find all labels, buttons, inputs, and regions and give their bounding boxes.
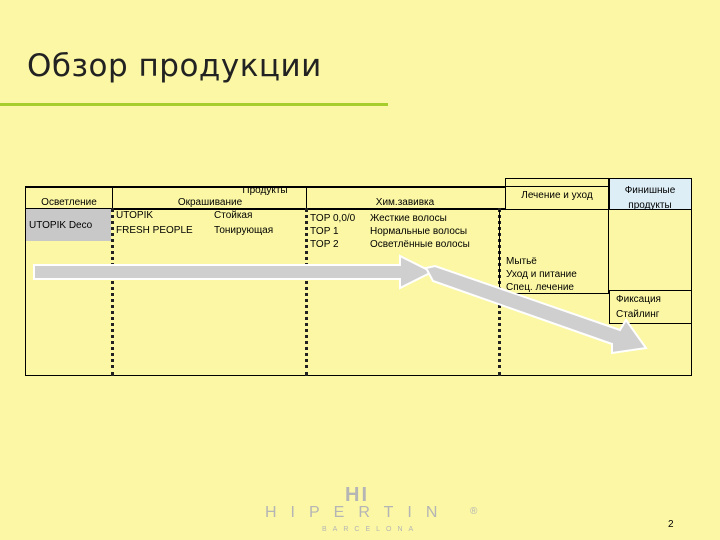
header-bottom-rule (25, 208, 505, 210)
flow-arrow-diagonal (424, 264, 648, 355)
logo-mark: HI (345, 484, 369, 506)
coloring-item-type: Тонирующая (214, 225, 274, 236)
finishing-header-cell (609, 178, 692, 210)
header-finishing: Финишные продукты (624, 185, 676, 211)
hipertin-logo: HI HIPERTIN ® BARCELONA (250, 480, 480, 540)
col-sep-lightening (112, 186, 113, 208)
lightening-cell (26, 209, 111, 241)
perm-item-code: TOP 0,0/0 (310, 213, 356, 224)
care-item: Спец. лечение (506, 282, 574, 293)
logo-city: BARCELONA (322, 526, 420, 533)
perm-item-desc: Жесткие волосы (370, 213, 447, 224)
finishing-item: Фиксация (616, 294, 661, 305)
header-care: Лечение и уход (521, 190, 593, 201)
header-lightening: Осветление (41, 197, 97, 208)
coloring-item-type: Стойкая (214, 210, 253, 221)
col-sep-coloring-dashed (305, 208, 308, 376)
care-item: Мытьё (506, 256, 537, 267)
perm-item-desc: Нормальные волосы (370, 226, 468, 237)
header-top-rule (25, 186, 505, 188)
perm-item-code: TOP 1 (310, 226, 339, 237)
lightening-item: UTOPIK Deco (29, 220, 93, 231)
coloring-item-name: FRESH PEOPLE (116, 225, 193, 236)
header-coloring: Окрашивание (177, 197, 243, 208)
perm-item-code: TOP 2 (310, 239, 339, 250)
col-sep-lightening-dashed (111, 208, 114, 376)
header-perm: Хим.завивка (375, 197, 435, 208)
page-number: 2 (668, 519, 674, 530)
finishing-body-cell (609, 290, 692, 324)
logo-registered: ® (470, 506, 478, 517)
finishing-item: Стайлинг (616, 309, 660, 320)
flow-arrow-horizontal (33, 254, 435, 290)
coloring-item-name: UTOPIK (116, 210, 154, 221)
slide-title: Обзор продукции (27, 48, 322, 84)
care-item: Уход и питание (506, 269, 577, 280)
col-sep-coloring (306, 186, 307, 208)
logo-wordmark: HIPERTIN (265, 504, 452, 521)
perm-item-desc: Осветлённые волосы (370, 239, 470, 250)
header-products: Продукты (242, 185, 288, 196)
title-underline (0, 103, 388, 106)
care-header-cell (505, 178, 609, 210)
care-body-cell (499, 210, 609, 294)
